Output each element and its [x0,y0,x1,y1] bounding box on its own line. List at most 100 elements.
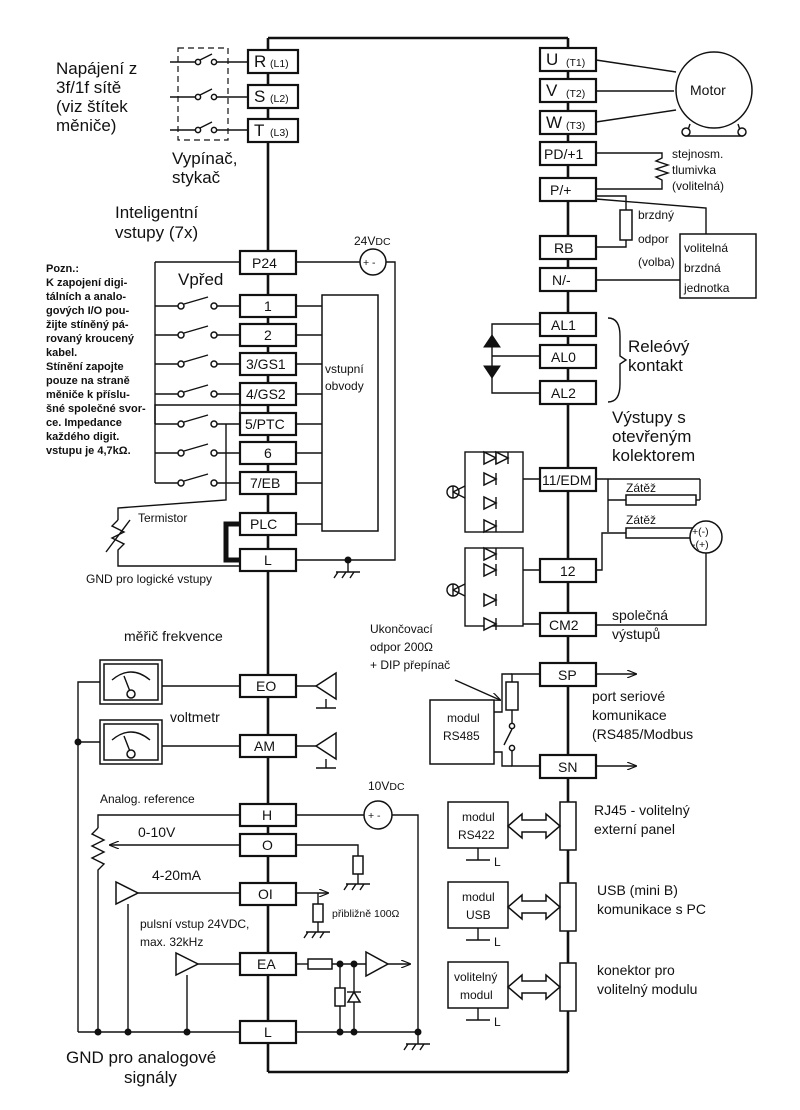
svg-text:L: L [494,935,501,949]
oc-common-label: společná výstupů [612,607,672,642]
rs485-module-label: modul RS485 [443,711,483,743]
usb-port: modul USB L USB (mini B) komunikace s PC [447,881,706,949]
svg-text:L: L [494,1015,501,1029]
resistor-label: brzdný odpor (volba) [638,208,677,269]
svg-text:modul: modul [460,988,493,1002]
svg-text:SN: SN [558,759,577,775]
svg-text:SP: SP [558,667,577,683]
svg-text:(T1): (T1) [566,57,585,69]
input-row-4: 4/GS2 [155,381,322,407]
thermistor-label: Termistor [138,511,187,525]
svg-text:AL0: AL0 [551,349,576,365]
terminal-sp: SP [538,661,598,688]
terminal-n: N/- [538,266,598,293]
svg-text:EA: EA [257,956,276,972]
svg-text:USB: USB [466,908,491,922]
svg-text:EO: EO [256,678,276,694]
terminal-oi: OI [238,881,298,907]
approx-100-label: přibližně 100Ω [332,908,400,920]
svg-text:V: V [546,81,558,100]
svg-text:(T3): (T3) [566,120,585,132]
svg-text:AL2: AL2 [551,385,576,401]
svg-text:3/GS1: 3/GS1 [246,356,286,372]
svg-text:volitelný: volitelný [454,970,497,984]
usb-connector-icon [559,882,577,932]
terminal-o: O [238,832,298,858]
analog-out-driver-2-icon [314,731,337,761]
terminal-u: U (T1) [538,46,598,73]
freq-meter-icon [99,659,163,705]
ports-section: modul RS422 L RJ45 - volitelný externí p… [447,801,706,1029]
svg-text:R: R [254,52,266,71]
svg-text:P24: P24 [252,255,277,271]
load-1-icon [625,494,697,506]
svg-text:OI: OI [258,886,273,902]
analog-in-section: Analog. reference 10VDC + - H O OI EA L [66,779,430,1087]
motor-label: Motor [690,82,726,98]
terminal-l-analog: L [238,1019,298,1045]
terminal-w: W (T3) [538,109,598,136]
svg-text:2: 2 [264,327,272,343]
dc-choke-icon [596,152,671,190]
ea-buffer-icon [365,950,390,978]
voltmeter-icon [99,719,163,765]
svg-text:S: S [254,87,265,106]
svg-text:U: U [546,50,558,69]
open-collector-section: Výstupy s otevřeným kolektorem 11/EDM 12… [446,408,723,642]
terminal-al0: AL0 [538,343,598,370]
plc-jumper [223,521,240,563]
svg-text:PD/+1: PD/+1 [544,146,584,162]
svg-text:(T2): (T2) [566,88,585,100]
svg-text:L: L [264,552,272,568]
ea-resistor-icon [307,958,333,970]
inputs-title: Inteligentní vstupy (7x) [115,203,203,242]
brake-unit-box [679,233,757,299]
breaker-enclosure [177,47,229,141]
dip-switch-icon [503,728,513,746]
option-connector-icon [559,962,577,1012]
option-port: volitelný modul L konektor pro volitelný… [447,961,697,1029]
svg-text:+ -: + - [363,257,376,269]
brake-unit-label: volitelná brzdná jednotka [683,241,731,295]
terminal-r: R (L1) [246,48,300,75]
dc-bus-section: PD/+1 P/+ RB N/- stejnosm. tlumivka (vol… [538,140,757,299]
terminal-v: V (T2) [538,77,598,104]
analog-out-driver-1-icon [314,671,337,701]
svg-text:H: H [262,807,272,823]
terminal-plc: PLC [238,511,298,537]
input-row-2: 2 [155,322,322,348]
rj45-port: modul RS422 L RJ45 - volitelný externí p… [447,801,694,869]
terminal-pd: PD/+1 [538,140,598,167]
svg-text:CM2: CM2 [549,617,579,633]
svg-text:+(-): +(-) [692,526,709,538]
supply-section: Napájení z 3f/1f sítě (viz štítek měniče… [56,47,300,187]
termination-resistor-icon [505,681,519,711]
terminal-s: S (L2) [246,83,300,110]
relay-section: AL1 AL0 AL2 Releóvý kontakt [483,311,690,406]
svg-text:(L1): (L1) [270,58,289,70]
load-1-label: Zátěž [626,481,656,495]
svg-text:-(+): -(+) [692,539,709,551]
serial-port-label: port seriové komunikace (RS485/Modbus [592,688,693,742]
gnd-logic-label: GND pro logické vstupy [86,572,212,586]
oi-resistor-icon [312,903,324,923]
braking-resistor-icon [619,209,633,241]
rs422-module-box [447,801,509,849]
svg-text:7/EB: 7/EB [250,475,280,491]
usb-module-box [447,881,509,929]
input-circuits-box [321,294,379,532]
rj45-label: RJ45 - volitelný externí panel [594,802,694,837]
svg-text:6: 6 [264,445,272,461]
svg-text:AL1: AL1 [551,317,576,333]
rs485-module-box [429,699,495,765]
motor-icon [675,51,753,129]
range-ma-label: 4-20mA [152,867,202,883]
choke-label: stejnosm. tlumivka (volitelná) [672,147,727,193]
input-row-6: 6 [155,440,322,466]
terminal-ea: EA [238,951,298,977]
load-2-icon [625,527,697,539]
svg-text:L: L [264,1024,272,1040]
input-row-7: 7/EB [155,470,322,496]
terminal-l-logic: L [238,547,298,573]
